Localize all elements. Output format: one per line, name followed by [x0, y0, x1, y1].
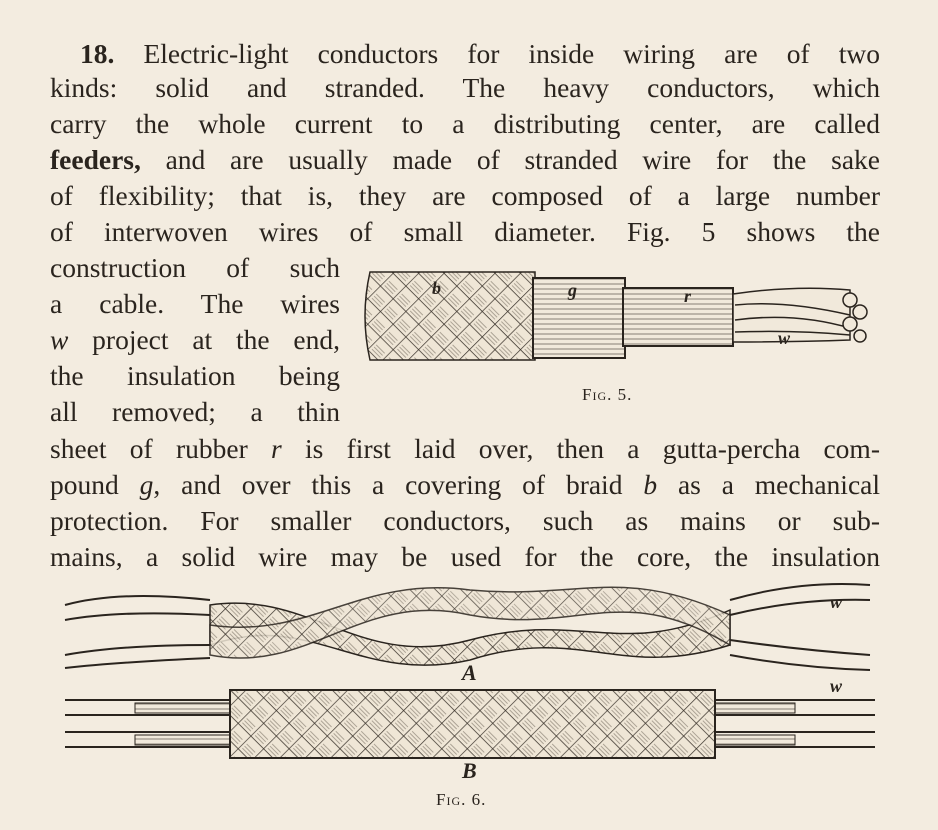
- text-segment: b: [643, 469, 658, 500]
- text-line: mains, a solid wire may be used for the …: [50, 541, 880, 573]
- text-segment: , and over this a covering of braid: [153, 469, 644, 500]
- text-segment: the insulation being: [50, 360, 340, 391]
- text-line: carry the whole current to a distributin…: [50, 108, 880, 140]
- fig6-label-a: A: [462, 660, 477, 685]
- text-line: a cable. The wires: [50, 288, 340, 320]
- fig6-label-b: B: [462, 758, 477, 783]
- text-line: all removed; a thin: [50, 396, 340, 428]
- text-line: of interwoven wires of small diameter. F…: [50, 216, 880, 248]
- fig5-label-g: g: [568, 280, 577, 300]
- fig6-cable-illustration: [64, 583, 875, 759]
- text-segment: protection. For smaller conductors, such…: [50, 505, 880, 536]
- text-segment: mains, a solid wire may be used for the …: [50, 541, 880, 572]
- text-segment: r: [271, 433, 282, 464]
- text-line: of flexibility; that is, they are compos…: [50, 180, 880, 212]
- text-segment: kinds: solid and stranded. The heavy con…: [50, 72, 880, 103]
- paragraph-number: 18.: [80, 38, 144, 69]
- text-line: kinds: solid and stranded. The heavy con…: [50, 72, 880, 104]
- text-segment: project at the end,: [68, 324, 340, 355]
- text-segment: a cable. The wires: [50, 288, 340, 319]
- fig6-caption: Fig. 6.: [436, 790, 487, 809]
- text-segment: feeders,: [50, 144, 141, 175]
- text-segment: g: [139, 469, 154, 500]
- fig5-caption: Fig. 5.: [582, 385, 633, 404]
- text-segment: all removed; a thin: [50, 396, 340, 427]
- text-line: protection. For smaller conductors, such…: [50, 505, 880, 537]
- text-line: feeders, and are usually made of strande…: [50, 144, 880, 176]
- text-line: sheet of rubber r is first laid over, th…: [50, 433, 880, 465]
- fig5-label-b: b: [432, 278, 441, 298]
- fig6-label-w-b: w: [830, 676, 843, 696]
- text-segment: Electric-light conductors for inside wir…: [143, 38, 881, 69]
- text-segment: construction of such: [50, 252, 340, 283]
- text-segment: sheet of rubber: [50, 433, 272, 464]
- text-segment: as a mechanical: [657, 469, 880, 500]
- fig5-cable-illustration: [364, 271, 868, 361]
- text-segment: of interwoven wires of small diameter. F…: [50, 216, 880, 247]
- fig5-label-w: w: [778, 328, 791, 348]
- text-segment: and are usually made of stranded wire fo…: [140, 144, 880, 175]
- text-segment: carry the whole current to a distributin…: [50, 108, 880, 139]
- text-line: the insulation being: [50, 360, 340, 392]
- text-segment: of flexibility; that is, they are compos…: [50, 180, 880, 211]
- text-line: pound g, and over this a covering of bra…: [50, 469, 880, 501]
- text-segment: is first laid over, then a gutta-percha …: [281, 433, 880, 464]
- text-segment: w: [50, 324, 69, 355]
- text-line: w project at the end,: [50, 324, 340, 356]
- text-line: 18. Electric-light conductors for inside…: [80, 38, 880, 70]
- text-segment: pound: [50, 469, 140, 500]
- text-line: construction of such: [50, 252, 340, 284]
- fig6-label-w-a: w: [830, 592, 843, 612]
- fig5-label-r: r: [684, 286, 692, 306]
